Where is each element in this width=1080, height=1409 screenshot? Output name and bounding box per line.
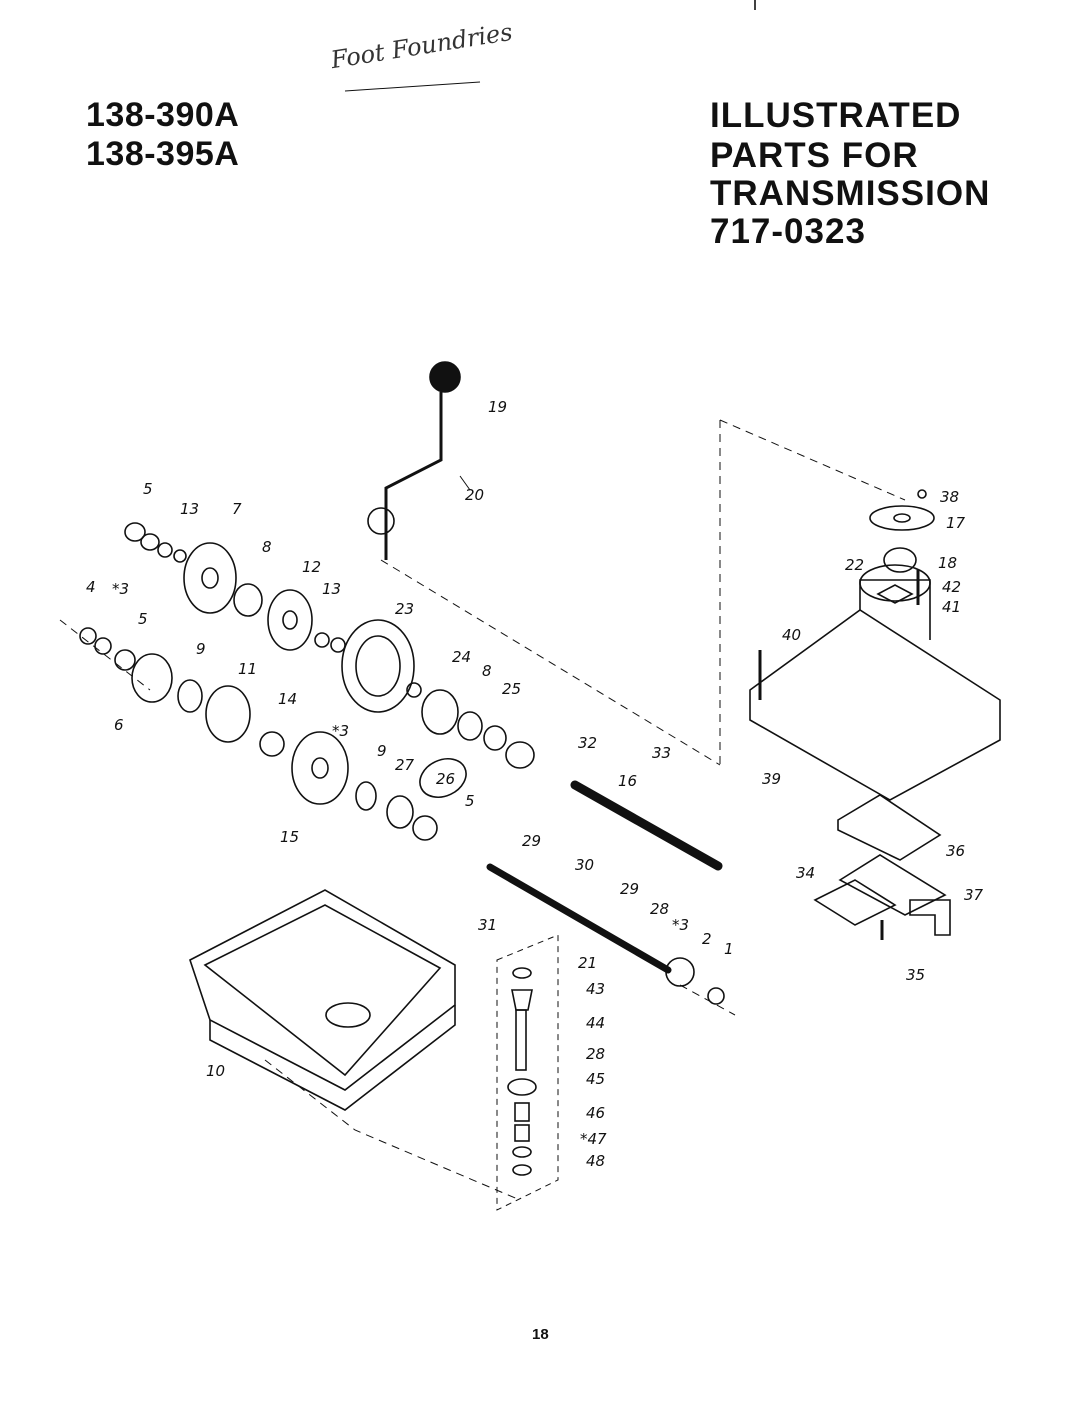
callout-35: 35	[906, 966, 926, 984]
callout-2: 2	[702, 930, 712, 948]
callout-17: 17	[946, 514, 966, 532]
callout-39: 39	[762, 770, 782, 788]
callout-6: 6	[114, 716, 124, 734]
callout-8: 8	[262, 538, 272, 556]
title-line-3: TRANSMISSION	[710, 174, 991, 213]
shift-lever	[367, 361, 471, 560]
callout-38: 38	[940, 488, 960, 506]
callout-5b: 5	[138, 610, 148, 628]
callout-4: 4	[86, 578, 96, 596]
housing-cap-parts	[869, 489, 935, 605]
callout-1: 1	[724, 940, 734, 958]
callout-42: 42	[942, 578, 962, 596]
callout-star-47: *47	[580, 1130, 607, 1148]
callout-26: 26	[436, 770, 456, 788]
callout-10: 10	[206, 1062, 226, 1080]
handwritten-underline	[344, 81, 481, 92]
callout-9b: 9	[377, 742, 387, 760]
callout-18: 18	[938, 554, 958, 572]
callout-44: 44	[586, 1014, 606, 1032]
callout-28b: 28	[586, 1045, 606, 1063]
callout-19: 19	[488, 398, 508, 416]
callout-23: 23	[395, 600, 415, 618]
title-line-4: 717-0323	[710, 212, 866, 251]
callout-5: 5	[143, 480, 153, 498]
callout-24: 24	[452, 648, 472, 666]
callout-41: 41	[942, 598, 962, 616]
callout-28: 28	[650, 900, 670, 918]
callout-5c: 5	[465, 792, 475, 810]
model-number-2: 138-395A	[86, 135, 240, 173]
callout-14: 14	[278, 690, 298, 708]
upper-transmission-housing	[749, 564, 1001, 801]
mounting-brackets	[813, 794, 951, 940]
callout-20: 20	[465, 486, 485, 504]
callout-29: 29	[522, 832, 542, 850]
callout-48: 48	[586, 1152, 606, 1170]
callout-40: 40	[782, 626, 802, 644]
callout-13b: 13	[322, 580, 342, 598]
callout-15: 15	[280, 828, 300, 846]
callout-25: 25	[502, 680, 522, 698]
callout-46: 46	[586, 1104, 606, 1122]
callout-11: 11	[238, 660, 258, 678]
callout-22: 22	[845, 556, 865, 574]
callout-32: 32	[578, 734, 598, 752]
callout-36: 36	[946, 842, 966, 860]
callout-21: 21	[578, 954, 598, 972]
lower-transmission-case	[189, 889, 456, 1111]
callout-star-3c: *3	[672, 916, 690, 934]
callout-13: 13	[180, 500, 200, 518]
upper-gear-cluster	[124, 522, 535, 769]
callout-29b: 29	[620, 880, 640, 898]
callout-8b: 8	[482, 662, 492, 680]
shafts	[486, 780, 725, 1005]
callout-9: 9	[196, 640, 206, 658]
callout-27: 27	[395, 756, 415, 774]
callout-31: 31	[478, 916, 498, 934]
title-line-2: PARTS FOR	[710, 136, 919, 175]
lower-gear-cluster	[79, 627, 467, 841]
callout-12: 12	[302, 558, 322, 576]
callout-star-3a: *3	[112, 580, 130, 598]
model-number-1: 138-390A	[86, 96, 240, 134]
callout-30: 30	[575, 856, 595, 874]
page-number: 18	[532, 1326, 549, 1343]
callout-45: 45	[586, 1070, 606, 1088]
assembly-guide-lines	[59, 419, 906, 1201]
callout-43: 43	[586, 980, 606, 998]
title-line-1: ILLUSTRATED	[710, 96, 962, 135]
callout-34: 34	[796, 864, 816, 882]
callout-37: 37	[964, 886, 984, 904]
vertical-shaft-assembly	[496, 934, 559, 1211]
callout-star-3b: *3	[332, 722, 350, 740]
callout-16: 16	[618, 772, 638, 790]
callout-33: 33	[652, 744, 672, 762]
callout-7: 7	[232, 500, 242, 518]
